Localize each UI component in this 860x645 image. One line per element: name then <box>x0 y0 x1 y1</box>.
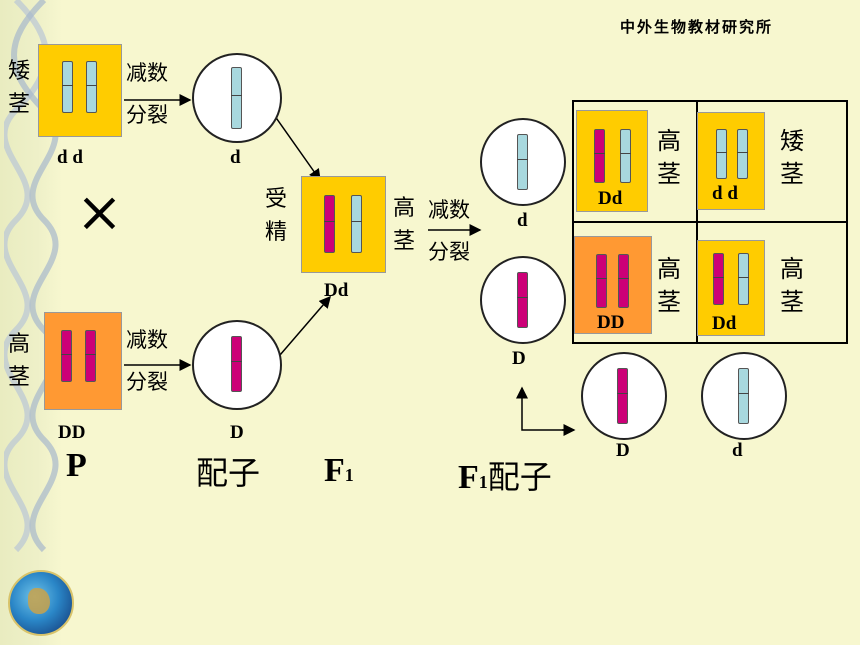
f1-gamete-circle-d-bottom <box>701 352 787 440</box>
globe-logo-icon <box>8 570 74 636</box>
fertilization-label: 受精 <box>264 187 287 245</box>
trait-tall-label: 高茎 <box>7 332 30 390</box>
fertilize-arrow-bottom <box>279 295 331 356</box>
row-label-gametes: 配子 <box>196 455 261 491</box>
chromosome-D <box>517 272 528 328</box>
cross-symbol: × <box>76 180 123 245</box>
corner-line <box>521 392 572 431</box>
punnett-genotype-1: Dd <box>598 188 623 209</box>
meiosis-label-bot2: 分裂 <box>126 370 168 394</box>
chromosome-D <box>324 195 335 253</box>
meiosis-label-f1-2: 分裂 <box>428 240 470 264</box>
brand-title: 中外生物教材研究所 <box>620 18 774 36</box>
punnett-genotype-2: d d <box>712 183 738 204</box>
punnett-trait-4: 高茎 <box>780 255 804 316</box>
punnett-cell-1 <box>576 110 648 212</box>
trait-dwarf-label: 矮茎 <box>7 59 30 117</box>
chromosome-D <box>618 254 629 308</box>
row-label-p: P <box>66 447 87 484</box>
chromosome-d <box>351 195 362 253</box>
genotype-dwarf: d d <box>57 147 83 168</box>
punnett-trait-2: 矮茎 <box>780 127 804 188</box>
genotype-f1: Dd <box>324 280 349 301</box>
parent-tall-cell <box>44 312 122 410</box>
f1-gamete-circle-d <box>480 118 566 206</box>
f1-gamete-d-bottom-label: d <box>732 440 743 461</box>
chromosome-D <box>594 129 605 183</box>
chromosome-d <box>62 61 73 113</box>
chromosome-d <box>737 129 748 179</box>
gamete-D-label: D <box>230 422 244 443</box>
f1-gamete-circle-D-bottom <box>581 352 667 440</box>
chromosome-d <box>620 129 631 183</box>
chromosome-d <box>86 61 97 113</box>
chromosome-D <box>85 330 96 382</box>
punnett-genotype-4: Dd <box>712 313 737 334</box>
chromosome-D <box>617 368 628 424</box>
gamete-circle-d <box>192 53 282 143</box>
gamete-circle-D <box>192 320 282 410</box>
f1-cell <box>301 176 386 273</box>
genotype-tall: DD <box>58 422 86 443</box>
chromosome-d <box>738 253 749 305</box>
punnett-trait-3: 高茎 <box>657 255 681 316</box>
f1-gamete-D-label: D <box>512 348 526 369</box>
punnett-cell-4 <box>697 240 765 336</box>
parent-dwarf-cell <box>38 44 122 137</box>
chromosome-d <box>738 368 749 424</box>
punnett-cell-3 <box>574 236 652 334</box>
meiosis-label-top2: 分裂 <box>126 103 168 127</box>
punnett-trait-1: 高茎 <box>657 127 681 188</box>
punnett-genotype-3: DD <box>597 312 625 333</box>
trait-f1-label: 高茎 <box>392 196 415 254</box>
punnett-grid <box>572 100 848 344</box>
row-label-f1-gametes: F1配子 <box>458 459 552 496</box>
chromosome-d <box>231 67 242 129</box>
gamete-d-label: d <box>230 147 241 168</box>
meiosis-label-f1-1: 减数 <box>428 198 470 222</box>
f1-gamete-circle-D <box>480 256 566 344</box>
meiosis-label-top1: 减数 <box>126 61 168 85</box>
chromosome-D <box>61 330 72 382</box>
chromosome-D <box>713 253 724 305</box>
f1-gamete-D-bottom-label: D <box>616 440 630 461</box>
f1-gamete-d-label: d <box>517 210 528 231</box>
chromosome-D <box>596 254 607 308</box>
row-label-f1: F1 <box>324 452 354 489</box>
meiosis-label-bot1: 减数 <box>126 328 168 352</box>
chromosome-d <box>716 129 727 179</box>
chromosome-d <box>517 134 528 190</box>
chromosome-D <box>231 336 242 392</box>
fertilize-arrow-top <box>271 111 321 182</box>
punnett-cell-2 <box>697 112 765 210</box>
